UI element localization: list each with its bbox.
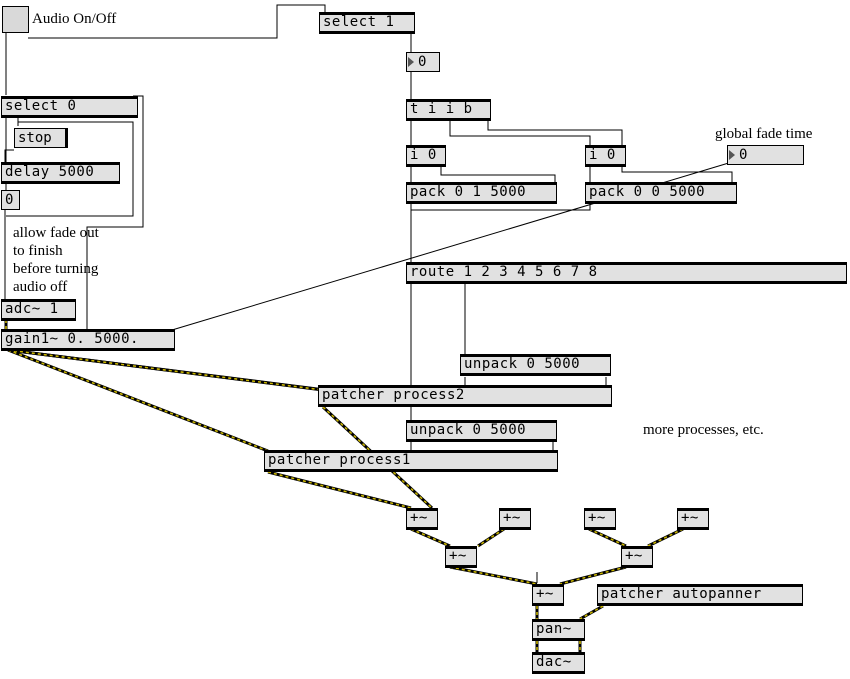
pan-object[interactable]: pan~ xyxy=(532,619,585,641)
patch-cord xyxy=(621,165,733,182)
int-object-left[interactable]: i 0 xyxy=(406,145,446,167)
stop-message[interactable]: stop xyxy=(14,128,68,148)
plus-object-1[interactable]: +~ xyxy=(406,508,438,530)
plus-object-5[interactable]: +~ xyxy=(445,546,477,568)
plus-object-2[interactable]: +~ xyxy=(499,508,531,530)
route-object[interactable]: route 1 2 3 4 5 6 7 8 xyxy=(406,262,847,284)
dac-object[interactable]: dac~ xyxy=(532,652,585,674)
gain-object[interactable]: gain1~ 0. 5000. xyxy=(1,329,175,351)
allow-fade-comment: allow fade out to finish before turning … xyxy=(13,225,99,295)
trigger-object[interactable]: t i i b xyxy=(406,99,491,121)
int-object-right[interactable]: i 0 xyxy=(585,145,626,167)
more-processes-comment: more processes, etc. xyxy=(643,422,764,438)
adc-object[interactable]: adc~ 1 xyxy=(1,299,76,321)
audio-toggle-label: Audio On/Off xyxy=(32,11,117,27)
unpack-object-1[interactable]: unpack 0 5000 xyxy=(406,420,557,442)
delay-number-box[interactable]: 0 xyxy=(1,190,20,210)
patch-cord xyxy=(449,120,591,145)
plus-object-6[interactable]: +~ xyxy=(621,546,653,568)
plus-object-7[interactable]: +~ xyxy=(532,584,564,606)
patcher-autopanner[interactable]: patcher autopanner xyxy=(597,584,803,606)
global-fade-time-label: global fade time xyxy=(715,126,813,142)
patch-cord xyxy=(440,165,556,182)
patch-cord xyxy=(411,203,591,211)
patch-cord xyxy=(487,120,623,145)
audio-cord xyxy=(559,565,627,586)
pack-object-2[interactable]: pack 0 0 5000 xyxy=(585,182,737,204)
patcher-process1[interactable]: patcher process1 xyxy=(264,450,558,472)
patch-cord xyxy=(6,121,134,217)
select-0-object[interactable]: select 0 xyxy=(1,96,138,118)
pack-object-1[interactable]: pack 0 1 5000 xyxy=(406,182,557,204)
audio-toggle[interactable] xyxy=(2,6,29,33)
plus-object-4[interactable]: +~ xyxy=(677,508,709,530)
patch-cord xyxy=(86,95,144,330)
delay-object[interactable]: delay 5000 xyxy=(1,162,120,184)
patch-cord xyxy=(28,4,326,39)
fade-time-number-box[interactable]: 0 xyxy=(727,145,804,165)
patch-cord xyxy=(4,149,14,162)
select-number-box[interactable]: 0 xyxy=(406,52,440,72)
unpack-object-2[interactable]: unpack 0 5000 xyxy=(460,354,611,376)
plus-object-3[interactable]: +~ xyxy=(584,508,616,530)
patcher-process2[interactable]: patcher process2 xyxy=(318,385,612,407)
select-1-object[interactable]: select 1 xyxy=(319,12,415,34)
